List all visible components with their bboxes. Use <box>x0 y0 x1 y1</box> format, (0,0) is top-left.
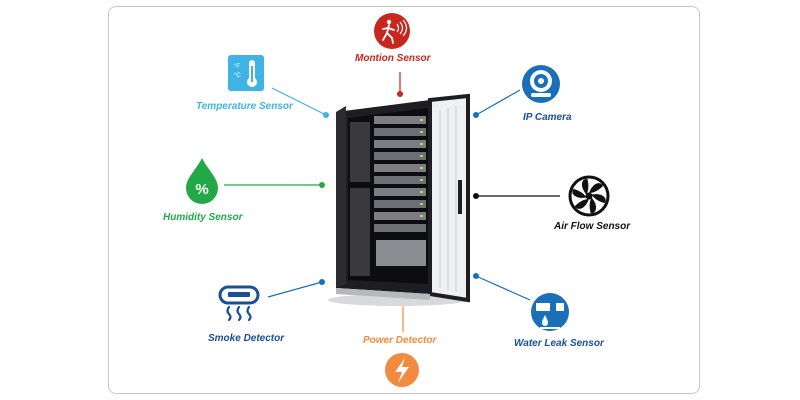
connector-temperature <box>271 87 327 116</box>
webcam-icon <box>522 65 560 103</box>
smoke-detector-icon <box>218 285 260 322</box>
smoke-detector-label: Smoke Detector <box>208 333 285 344</box>
ip-camera-label: IP Camera <box>523 112 572 123</box>
connector-dot-air-flow <box>473 193 479 199</box>
connector-dot-temperature <box>323 112 329 118</box>
thermometer-icon: °F °C <box>228 55 264 91</box>
server-units <box>374 116 426 266</box>
motion-sensor-label: Montion Sensor <box>355 53 431 64</box>
connector-ip-camera <box>475 89 521 116</box>
power-detector-label: Power Detector <box>363 335 437 346</box>
svg-text:°C: °C <box>234 73 241 79</box>
connector-dot-ip-camera <box>473 112 479 118</box>
lightning-icon <box>385 353 419 387</box>
humidity-sensor-label: Humidity Sensor <box>163 212 243 223</box>
connector-dot-smoke <box>319 279 325 285</box>
connector-smoke <box>267 281 323 298</box>
server-rack-icon <box>328 93 470 306</box>
air-flow-sensor-label: Air Flow Sensor <box>554 221 631 232</box>
connector-dot-water-leak <box>473 273 479 279</box>
svg-text:%: % <box>195 181 208 198</box>
connector-dot-motion <box>397 91 403 97</box>
svg-text:°F: °F <box>234 64 240 70</box>
temperature-sensor-label: Temperature Sensor <box>196 101 293 112</box>
connector-water-leak <box>475 275 531 301</box>
motion-sensor-icon <box>374 13 410 49</box>
water-drop-percent-icon: % <box>186 158 218 204</box>
fan-icon <box>568 175 610 217</box>
server-leds <box>420 119 423 217</box>
water-leak-sensor-label: Water Leak Sensor <box>514 338 604 349</box>
connector-dot-humidity <box>319 182 325 188</box>
rack-door <box>428 93 470 303</box>
water-leak-icon <box>531 293 569 331</box>
